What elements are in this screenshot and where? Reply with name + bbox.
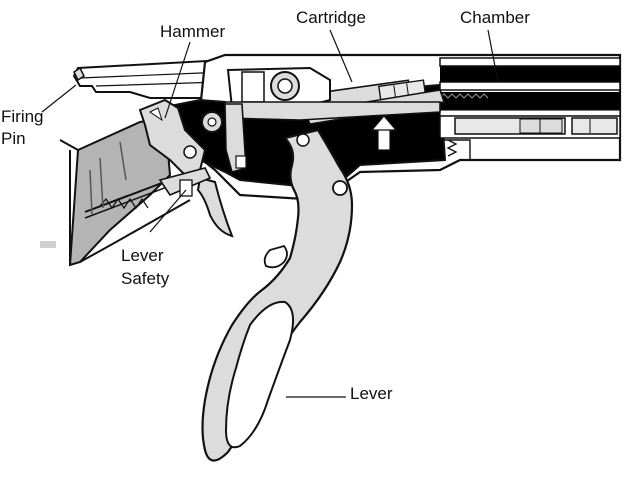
barrel-threads <box>439 93 489 99</box>
lever-safety-leader <box>149 189 187 233</box>
magazine-cartridge <box>454 117 618 135</box>
firing-pin-leader <box>41 84 77 113</box>
trigger <box>196 176 234 238</box>
leader-lines <box>41 29 499 398</box>
label-firing-pin-1: Firing <box>1 107 44 126</box>
label-chamber: Chamber <box>460 8 530 27</box>
lever-hook <box>263 244 288 269</box>
lever-pivot <box>332 180 348 196</box>
barrel-upper <box>439 57 621 67</box>
cartridge-leader <box>329 29 353 83</box>
label-lever: Lever <box>350 384 393 403</box>
link-piece <box>224 103 247 173</box>
label-lever-safety-2: Safety <box>121 269 170 288</box>
lift-arrow-icon <box>370 115 398 151</box>
gate-spring <box>446 139 458 157</box>
label-lever-safety-1: Lever <box>121 246 164 265</box>
hammer-spring <box>99 197 149 210</box>
magazine-tube <box>440 92 620 110</box>
hammer-leader <box>164 41 191 119</box>
stock-rod <box>84 177 176 213</box>
label-firing-pin-2: Pin <box>1 129 26 148</box>
stock-chip <box>40 241 56 248</box>
stock-outline <box>59 139 79 265</box>
barrel-lower <box>439 81 621 91</box>
firing-pin-tip <box>73 66 85 82</box>
label-cartridge: Cartridge <box>296 8 366 27</box>
lever-loop <box>224 300 295 449</box>
barrel-bore <box>440 66 620 82</box>
label-hammer: Hammer <box>160 22 226 41</box>
chamber-leader <box>487 29 499 83</box>
